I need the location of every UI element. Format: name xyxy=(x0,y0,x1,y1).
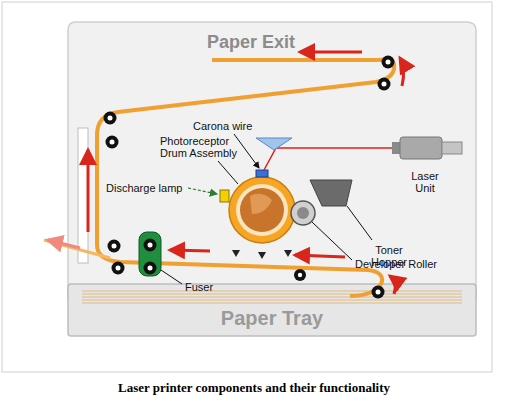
discharge-lamp xyxy=(220,190,229,202)
lamp-leader xyxy=(188,188,217,194)
toner-hopper xyxy=(310,180,352,206)
section-heading: Paper Exit xyxy=(207,32,295,53)
printer-housing xyxy=(68,22,476,300)
laser-unit xyxy=(392,137,462,159)
paper-path-exit xyxy=(44,240,110,258)
part-label: Photoreceptor Drum Assembly xyxy=(160,135,248,159)
part-label: Carona wire xyxy=(193,120,252,132)
part-label: Laser Unit xyxy=(404,170,446,194)
developer-roller xyxy=(291,201,315,225)
paper-tray: Paper Tray xyxy=(68,284,476,336)
part-label: Discharge lamp xyxy=(106,182,182,194)
tray-label: Paper Tray xyxy=(68,306,476,330)
fuser xyxy=(139,232,161,276)
figure-caption: Laser printer components and their funct… xyxy=(0,380,508,396)
leader-lines xyxy=(161,134,372,284)
paper-path xyxy=(97,60,394,297)
part-label: Fuser xyxy=(185,281,213,293)
frame xyxy=(2,2,492,372)
mirror xyxy=(256,138,292,150)
laser-beam xyxy=(264,148,392,170)
paper-tray-body xyxy=(68,284,476,336)
photoreceptor-drum xyxy=(229,177,295,243)
paper-stack xyxy=(82,291,462,303)
flow-arrows xyxy=(88,52,404,294)
corona-wire xyxy=(256,170,268,177)
rollers xyxy=(104,56,395,299)
part-label: Developer Roller xyxy=(355,258,437,270)
exit-arrow xyxy=(48,240,80,248)
manual-feed xyxy=(78,128,88,263)
